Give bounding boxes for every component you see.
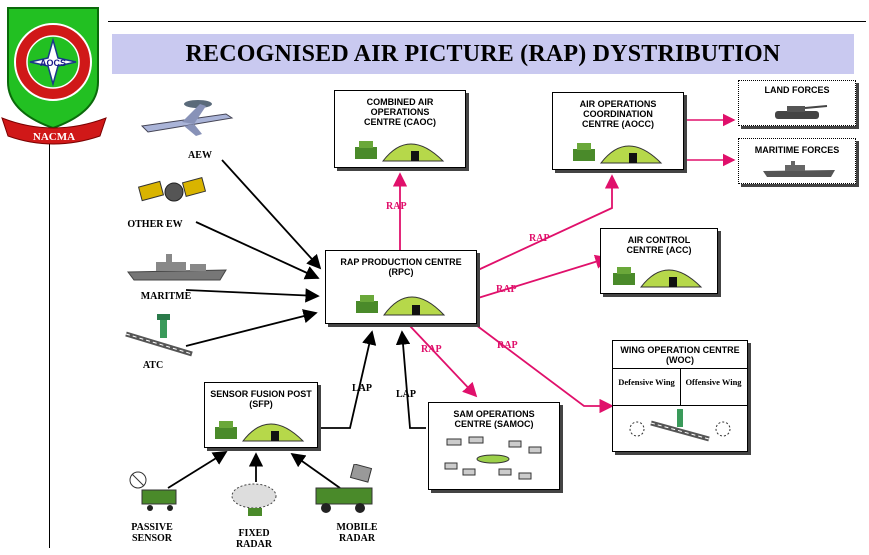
arrow-rap-samoc — [409, 325, 478, 398]
arrow-atc-rpc — [185, 309, 318, 347]
top-divider — [108, 21, 866, 22]
arrow-passive-sfp — [167, 451, 228, 489]
node-label-woc: WING OPERATION CENTRE (WOC) — [620, 345, 740, 365]
label-lap-sfp: LAP — [352, 383, 372, 394]
node-acc: AIR CONTROL CENTRE (ACC) — [600, 228, 718, 294]
title-bar: RECOGNISED AIR PICTURE (RAP) DYSTRIBUTIO… — [112, 34, 854, 74]
node-label-samoc: SAM OPERATIONS CENTRE (SAMOC) — [453, 409, 535, 429]
source-label-mobile-radar: MOBILE RADAR — [336, 522, 378, 544]
node-label-aocc: AIR OPERATIONS COORDINATION CENTRE (AOCC… — [579, 99, 657, 129]
satellite-icon — [138, 177, 206, 202]
label-rap-aocc: RAP — [529, 233, 550, 244]
arrow-rap-aocc — [477, 174, 620, 271]
sfp-facility-icon — [215, 421, 305, 442]
arrow-mobile-sfp — [290, 452, 341, 489]
page-title: RECOGNISED AIR PICTURE (RAP) DYSTRIBUTIO… — [185, 40, 781, 67]
node-label-land-forces: LAND FORCES — [764, 85, 830, 95]
label-lap-samoc: LAP — [396, 389, 416, 400]
arrow-sfp-rpc — [316, 330, 377, 429]
node-label-rpc: RAP PRODUCTION CENTRE (RPC) — [340, 257, 462, 277]
nacma-logo: AOCS NACMA — [1, 7, 107, 145]
label-rap-woc: RAP — [497, 340, 518, 351]
woc-offensive-wing: Offensive Wing — [685, 377, 742, 387]
source-label-other-ew: OTHER EW — [127, 219, 183, 230]
left-divider — [49, 128, 50, 548]
node-samoc: SAM OPERATIONS CENTRE (SAMOC) — [428, 402, 560, 490]
arrow-maritime-rpc — [185, 288, 320, 303]
tank-icon — [775, 105, 828, 119]
ship-icon — [763, 161, 835, 177]
source-label-fixed-radar: FIXED RADAR — [235, 528, 273, 550]
fixed-radar-icon — [231, 483, 277, 516]
source-label-maritime: MARITME — [140, 291, 192, 302]
node-label-caoc: COMBINED AIR OPERATIONS CENTRE (CAOC) — [364, 97, 436, 127]
woc-divider-mid — [613, 405, 747, 406]
acc-facility-icon — [613, 267, 703, 288]
samoc-site-icon — [444, 436, 542, 480]
node-label-acc: AIR CONTROL CENTRE (ACC) — [626, 235, 692, 255]
logo-emblem-text: AOCS — [40, 58, 66, 68]
label-rap-caoc: RAP — [386, 201, 407, 212]
passive-sensor-icon — [129, 471, 177, 511]
woc-divider-vertical — [680, 368, 681, 405]
atc-runway-icon — [125, 314, 193, 357]
node-label-maritime-forces: MARITIME FORCES — [754, 145, 840, 155]
mobile-radar-icon — [315, 464, 373, 513]
aocc-facility-icon — [573, 143, 663, 164]
woc-airfield-icon — [629, 409, 731, 442]
arrow-rap-woc — [471, 321, 614, 414]
label-rap-acc: RAP — [496, 284, 517, 295]
source-label-passive-sensor: PASSIVE SENSOR — [131, 522, 173, 544]
warship-icon — [127, 254, 227, 281]
caoc-facility-icon — [355, 141, 445, 162]
source-label-atc: ATC — [142, 360, 164, 371]
node-aocc: AIR OPERATIONS COORDINATION CENTRE (AOCC… — [552, 92, 684, 170]
woc-defensive-wing: Defensive Wing — [618, 377, 675, 387]
aew-aircraft-icon — [140, 100, 234, 136]
logo-banner-text: NACMA — [33, 131, 75, 143]
node-label-sfp: SENSOR FUSION POST (SFP) — [210, 389, 312, 409]
node-sfp: SENSOR FUSION POST (SFP) — [204, 382, 318, 448]
node-land-forces: LAND FORCES — [738, 80, 856, 126]
node-maritime-forces: MARITIME FORCES — [738, 138, 856, 184]
source-label-aew: AEW — [188, 150, 212, 161]
arrow-samoc-rpc — [395, 330, 426, 429]
arrow-rap-acc — [477, 254, 610, 299]
rpc-facility-icon — [356, 295, 446, 316]
label-rap-samoc: RAP — [421, 344, 442, 355]
node-caoc: COMBINED AIR OPERATIONS CENTRE (CAOC) — [334, 90, 466, 168]
node-woc: WING OPERATION CENTRE (WOC) Defensive Wi… — [612, 340, 748, 452]
node-rpc: RAP PRODUCTION CENTRE (RPC) — [325, 250, 477, 324]
arrow-otherew-rpc — [195, 221, 320, 280]
arrow-aew-rpc — [221, 159, 322, 270]
